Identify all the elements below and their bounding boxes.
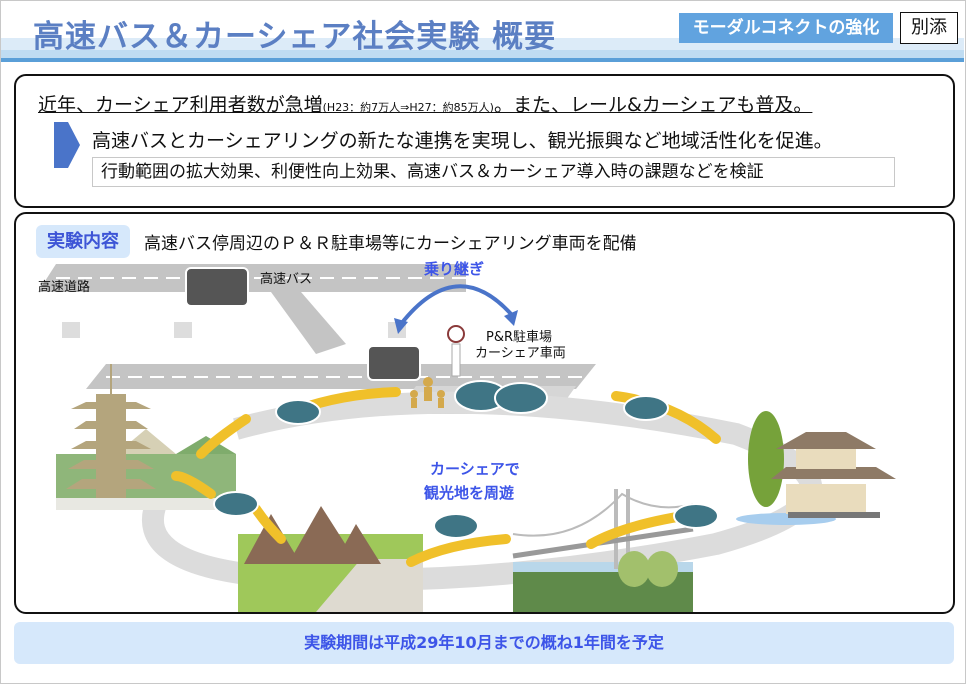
page-title: 高速バス＆カーシェア社会実験 概要 — [33, 19, 557, 55]
summary-line-verification: 行動範囲の拡大効果、利便性向上効果、高速バス＆カーシェア導入時の課題などを検証 — [92, 157, 895, 187]
annex-badge: 別添 — [900, 12, 958, 44]
car-icon — [275, 399, 321, 425]
travelers-icon — [410, 377, 445, 408]
car-icon — [433, 513, 479, 539]
experiment-box: 実験内容 高速バス停周辺のＰ＆Ｒ駐車場等にカーシェアリング車両を配備 高速道路 … — [14, 212, 955, 614]
car-icon — [213, 491, 259, 517]
summary-box: 近年、カーシェア利用者数が急増(H23：約7万人⇒H27：約85万人)。また、レ… — [14, 74, 955, 208]
transfer-arrow-head-left — [394, 318, 408, 334]
bus-icon — [185, 267, 249, 307]
header-band-mid — [1, 50, 964, 58]
bus-stop-icon — [447, 325, 465, 377]
pagoda-scene — [56, 364, 236, 510]
experiment-period-banner: 実験期間は平成29年10月までの概ね1年間を予定 — [14, 622, 954, 664]
expressway-upper — [38, 264, 466, 354]
tour-label-line1: カーシェアで — [430, 460, 520, 478]
thatched-village-scene — [238, 506, 423, 612]
bus-icon — [367, 345, 421, 381]
expressway-label: 高速道路 — [38, 280, 91, 295]
experiment-diagram — [38, 264, 896, 612]
carshare-vehicle-label: カーシェア車両 — [475, 346, 566, 361]
car-icon — [494, 382, 548, 414]
tour-label-line2: 観光地を周遊 — [424, 484, 515, 502]
trend-tail-text: 。また、レール&カーシェアも普及。 — [493, 94, 813, 116]
experiment-label: 実験内容 — [36, 225, 130, 258]
tour-arrows — [171, 387, 721, 567]
summary-line-trend: 近年、カーシェア利用者数が急増(H23：約7万人⇒H27：約85万人)。また、レ… — [38, 90, 812, 117]
transfer-arrow — [399, 284, 513, 326]
trend-note-text: (H23：約7万人⇒H27：約85万人) — [322, 101, 494, 114]
experiment-description: 高速バス停周辺のＰ＆Ｒ駐車場等にカーシェアリング車両を配備 — [144, 234, 637, 254]
bus-label: 高速バス — [260, 272, 313, 287]
trend-main-text: 近年、カーシェア利用者数が急増 — [38, 94, 323, 116]
transfer-label: 乗り継ぎ — [424, 260, 485, 278]
car-icon — [673, 503, 719, 529]
car-icons — [213, 380, 719, 539]
transfer-arrow-head-right — [504, 310, 518, 326]
suspension-bridge-scene — [512, 489, 694, 612]
header-band-accent — [1, 58, 964, 62]
car-icon — [623, 395, 669, 421]
parking-label: P&R駐車場 — [486, 330, 553, 345]
right-arrow-icon — [54, 122, 80, 168]
temple-scene — [736, 411, 896, 525]
bus-icons — [185, 267, 421, 381]
summary-line-goal: 高速バスとカーシェアリングの新たな連携を実現し、観光振興など地域活性化を促進。 — [92, 130, 833, 152]
category-tag: モーダルコネクトの強化 — [679, 13, 893, 43]
